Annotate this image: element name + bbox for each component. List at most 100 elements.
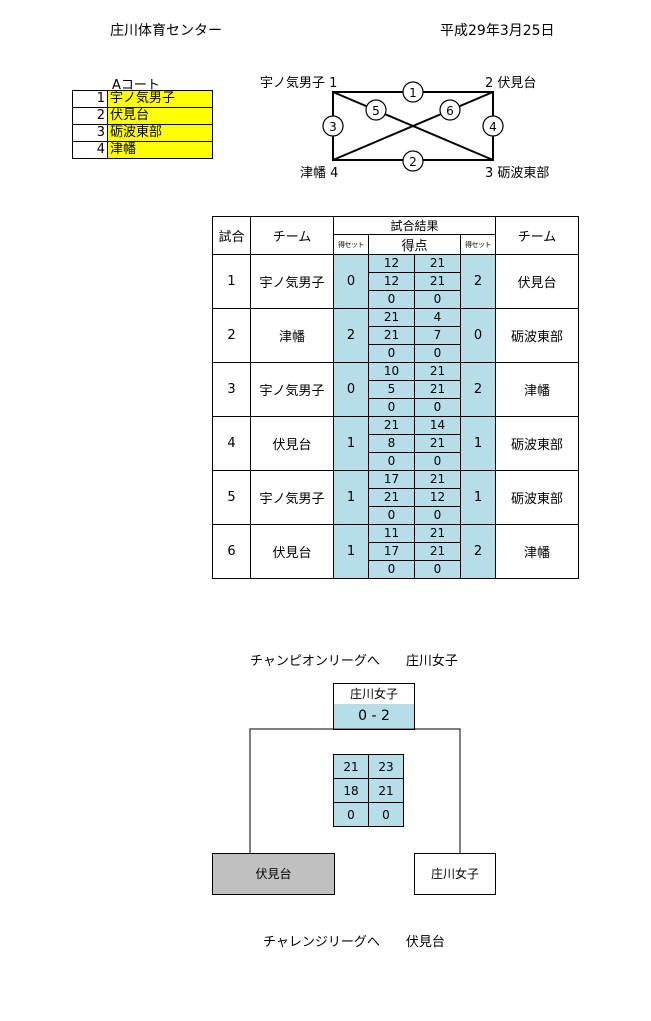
score-right: 0 [414, 290, 461, 309]
challenge-league-label: チャレンジリーグへ 伏見台 [263, 935, 445, 950]
team-row: 3 砺波東部 [72, 124, 213, 142]
match-number: 6 [446, 104, 454, 118]
score-cell: 21 [368, 778, 404, 803]
score-right: 21 [414, 542, 461, 561]
team-name: 津幡 [107, 141, 213, 159]
header-result: 試合結果 [333, 216, 496, 235]
match-number: 5 [212, 470, 251, 525]
team-left: 宇ノ気男子 [250, 362, 334, 417]
match-number: 4 [212, 416, 251, 471]
score-right: 21 [414, 254, 461, 273]
score-right: 21 [414, 380, 461, 399]
team-left: 伏見台 [250, 416, 334, 471]
score-left: 11 [368, 524, 415, 543]
score-cell: 0 [368, 802, 404, 827]
score-left: 12 [368, 272, 415, 291]
match-marker: 4 [482, 115, 504, 137]
sets-left: 0 [333, 362, 369, 417]
sets-left: 1 [333, 416, 369, 471]
team-number: 3 [72, 124, 108, 142]
corner-label-br: 3 砺波東部 [485, 165, 549, 181]
court-team-list: 1 宇ノ気男子 2 伏見台 3 砺波東部 4 津幡 [72, 90, 213, 159]
team-number: 4 [72, 141, 108, 159]
score-row: 0 0 [333, 802, 404, 827]
match-number: 1 [409, 86, 417, 100]
score-left: 17 [368, 542, 415, 561]
match-marker: 3 [322, 115, 344, 137]
score-right: 21 [414, 524, 461, 543]
score-left: 21 [368, 326, 415, 345]
playoff-right-team: 庄川女子 [414, 853, 496, 895]
score-left: 21 [368, 416, 415, 435]
score-left: 17 [368, 470, 415, 489]
score-right: 21 [414, 470, 461, 489]
score-cell: 23 [368, 754, 404, 779]
match-number: 4 [489, 120, 497, 134]
team-right: 砺波東部 [495, 470, 579, 525]
score-right: 0 [414, 506, 461, 525]
score-left: 5 [368, 380, 415, 399]
score-right: 0 [414, 560, 461, 579]
team-row: 2 伏見台 [72, 107, 213, 125]
team-number: 1 [72, 90, 108, 108]
sets-right: 2 [460, 362, 496, 417]
score-right: 14 [414, 416, 461, 435]
team-right: 津幡 [495, 524, 579, 579]
sets-right: 2 [460, 524, 496, 579]
sets-right: 0 [460, 308, 496, 363]
score-right: 0 [414, 344, 461, 363]
sets-left: 0 [333, 254, 369, 309]
court-diagram: 宇ノ気男子 1 2 伏見台 津幡 4 3 砺波東部 1 2 3 4 5 6 [260, 75, 549, 181]
winner-box: 庄川女子 0 - 2 [333, 683, 415, 730]
corner-label-tl: 宇ノ気男子 1 [260, 75, 337, 91]
team-right: 津幡 [495, 362, 579, 417]
champion-league-label: チャンピオンリーグへ 庄川女子 [250, 654, 458, 669]
match-number: 6 [212, 524, 251, 579]
score-left: 12 [368, 254, 415, 273]
score-left: 0 [368, 398, 415, 417]
sets-right: 1 [460, 470, 496, 525]
score-cell: 21 [333, 754, 369, 779]
match-number: 1 [212, 254, 251, 309]
team-number: 2 [72, 107, 108, 125]
score-left: 21 [368, 488, 415, 507]
event-date: 平成29年3月25日 [440, 23, 555, 39]
match-number: 2 [409, 155, 417, 169]
score-right: 12 [414, 488, 461, 507]
match-number: 2 [212, 308, 251, 363]
header-team-right: チーム [495, 216, 579, 255]
header-sets-right: 得セット [460, 234, 496, 255]
sets-right: 2 [460, 254, 496, 309]
team-right: 伏見台 [495, 254, 579, 309]
winner-score: 0 - 2 [334, 704, 414, 728]
diagonal-line [332, 91, 494, 161]
score-left: 21 [368, 308, 415, 327]
score-row: 21 23 [333, 754, 404, 779]
sets-left: 1 [333, 470, 369, 525]
match-number: 3 [212, 362, 251, 417]
score-right: 0 [414, 398, 461, 417]
playoff-left-team: 伏見台 [212, 853, 335, 895]
score-cell: 18 [333, 778, 369, 803]
score-row: 18 21 [333, 778, 404, 803]
score-cell: 0 [333, 802, 369, 827]
playoff-scores: 21 23 18 21 0 0 [333, 754, 404, 827]
team-name: 宇ノ気男子 [107, 90, 213, 108]
header-sets-left: 得セット [333, 234, 369, 255]
score-left: 8 [368, 434, 415, 453]
score-right: 0 [414, 452, 461, 471]
team-left: 伏見台 [250, 524, 334, 579]
header-points: 得点 [368, 234, 461, 255]
